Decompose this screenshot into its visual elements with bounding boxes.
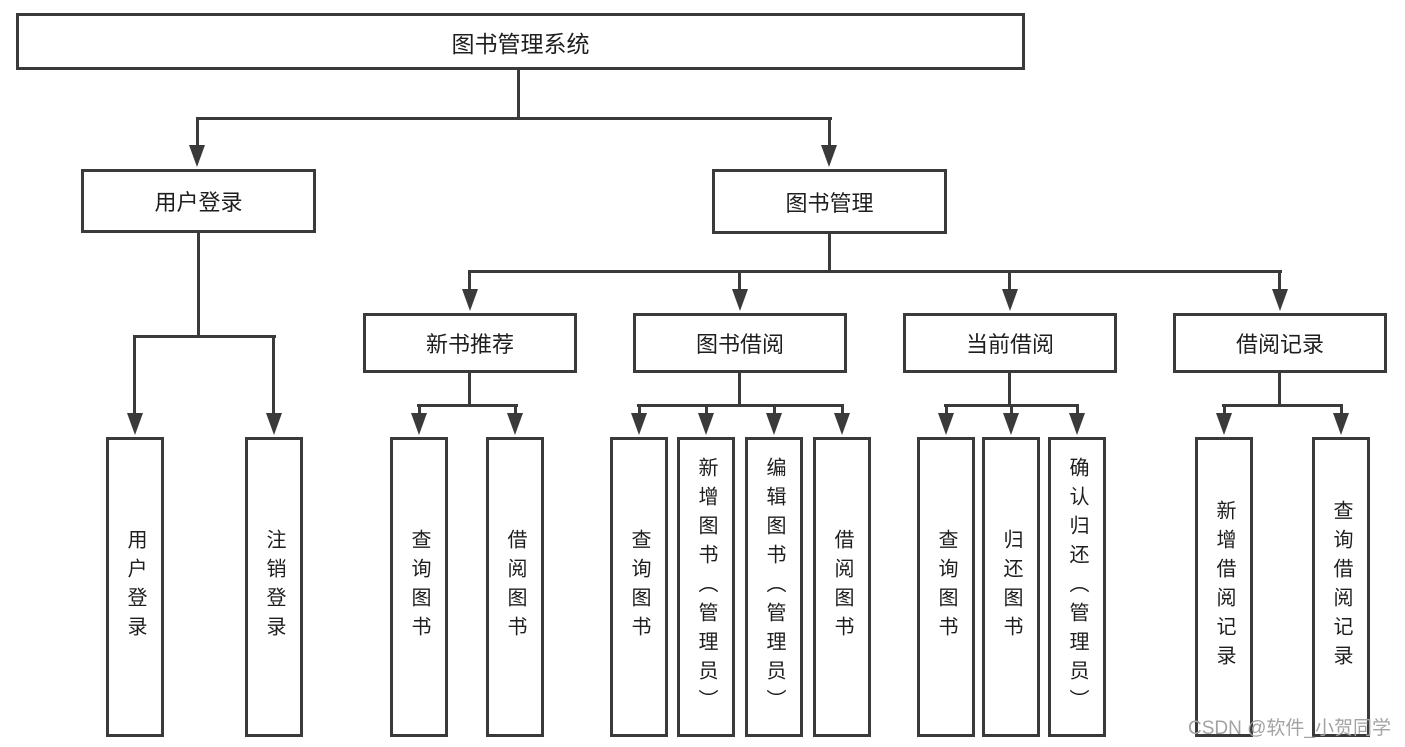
connector-section3-stem	[1008, 373, 1011, 406]
connector-drop-user-login-leaf	[133, 335, 136, 414]
arrow-down-icon	[1333, 413, 1349, 435]
node-current-borrow-label: 当前借阅	[965, 332, 1054, 357]
arrow-down-icon	[266, 413, 282, 435]
leaf-records-add-record: 新增借阅记录	[1195, 437, 1253, 737]
arrow-down-icon	[462, 289, 478, 311]
connector-user-branch-stem	[197, 233, 200, 337]
arrow-down-icon	[834, 413, 850, 435]
connector-drop-leaf	[1076, 404, 1079, 415]
leaf-borrow-edit-books-admin: 编辑图书（管理员）	[745, 437, 803, 737]
node-borrow-records-label: 借阅记录	[1235, 332, 1324, 357]
arrow-down-icon	[732, 289, 748, 311]
arrow-down-icon	[127, 413, 143, 435]
arrow-down-icon	[1069, 413, 1085, 435]
connector-book-branch-stem	[828, 234, 831, 272]
connector-section1-stem	[468, 373, 471, 406]
arrow-down-icon	[1272, 289, 1288, 311]
leaf-records-query-record: 查询借阅记录	[1312, 437, 1370, 737]
connector-drop-logout-leaf	[272, 335, 275, 414]
connector-section4-stem	[1278, 373, 1281, 406]
leaf-records-query-record-label: 查询借阅记录	[1330, 500, 1352, 674]
connector-drop-leaf	[638, 404, 641, 415]
leaf-borrow-borrow-books: 借阅图书	[813, 437, 871, 737]
connector-section1-horizontal	[417, 404, 518, 407]
connector-drop-leaf	[418, 404, 421, 415]
leaf-current-query-books-label: 查询图书	[935, 529, 957, 645]
node-root: 图书管理系统	[16, 13, 1025, 70]
arrow-down-icon	[821, 145, 837, 167]
leaf-recommend-borrow-books-label: 借阅图书	[504, 529, 526, 645]
leaf-logout-label: 注销登录	[263, 529, 285, 645]
arrow-down-icon	[938, 413, 954, 435]
arrow-down-icon	[189, 145, 205, 167]
connector-book-branch-horizontal	[468, 270, 1282, 273]
leaf-current-confirm-return-admin: 确认归还（管理员）	[1048, 437, 1106, 737]
connector-section2-horizontal	[637, 404, 844, 407]
leaf-logout: 注销登录	[245, 437, 303, 737]
connector-drop-leaf	[1340, 404, 1343, 415]
leaf-borrow-add-books-admin-label: 新增图书（管理员）	[695, 456, 717, 718]
arrow-down-icon	[766, 413, 782, 435]
arrow-down-icon	[631, 413, 647, 435]
node-root-label: 图书管理系统	[451, 30, 590, 57]
leaf-current-confirm-return-admin-label: 确认归还（管理员）	[1066, 456, 1088, 718]
leaf-user-login-label: 用户登录	[124, 529, 146, 645]
leaf-borrow-edit-books-admin-label: 编辑图书（管理员）	[763, 456, 785, 718]
leaf-borrow-query-books-label: 查询图书	[628, 529, 650, 645]
connector-drop-leaf	[705, 404, 708, 415]
connector-drop-user-branch	[196, 117, 199, 148]
connector-drop-leaf	[514, 404, 517, 415]
connector-drop-book-branch	[828, 117, 831, 148]
leaf-user-login: 用户登录	[106, 437, 164, 737]
leaf-borrow-borrow-books-label: 借阅图书	[831, 529, 853, 645]
node-borrow-records: 借阅记录	[1173, 313, 1387, 373]
leaf-current-return-books: 归还图书	[982, 437, 1040, 737]
connector-drop-leaf	[1010, 404, 1013, 415]
connector-root-stem	[517, 69, 520, 119]
leaf-borrow-add-books-admin: 新增图书（管理员）	[677, 437, 735, 737]
connector-drop-section-recommend	[468, 270, 471, 291]
arrow-down-icon	[1216, 413, 1232, 435]
connector-drop-leaf	[945, 404, 948, 415]
watermark-text: CSDN @软件_小贺同学	[1188, 718, 1391, 739]
connector-root-horizontal	[196, 117, 832, 120]
node-book-borrow-label: 图书借阅	[695, 332, 784, 357]
connector-drop-leaf	[1223, 404, 1226, 415]
leaf-recommend-borrow-books: 借阅图书	[486, 437, 544, 737]
leaf-borrow-query-books: 查询图书	[610, 437, 668, 737]
arrow-down-icon	[507, 413, 523, 435]
connector-section2-stem	[738, 373, 741, 406]
arrow-down-icon	[1003, 413, 1019, 435]
leaf-current-return-books-label: 归还图书	[1000, 529, 1022, 645]
arrow-down-icon	[411, 413, 427, 435]
connector-drop-leaf	[841, 404, 844, 415]
node-book-management-branch-label: 图书管理	[785, 190, 874, 216]
leaf-records-add-record-label: 新增借阅记录	[1213, 500, 1235, 674]
connector-user-branch-horizontal	[133, 335, 276, 338]
node-book-borrow: 图书借阅	[633, 313, 847, 373]
arrow-down-icon	[698, 413, 714, 435]
node-new-book-recommend-label: 新书推荐	[425, 332, 514, 357]
node-current-borrow: 当前借阅	[903, 313, 1117, 373]
node-new-book-recommend: 新书推荐	[363, 313, 577, 373]
node-book-management-branch: 图书管理	[712, 169, 947, 234]
connector-drop-section-borrow	[738, 270, 741, 291]
connector-drop-leaf	[773, 404, 776, 415]
leaf-current-query-books: 查询图书	[917, 437, 975, 737]
connector-drop-section-records	[1278, 270, 1281, 291]
arrow-down-icon	[1002, 289, 1018, 311]
leaf-recommend-query-books-label: 查询图书	[408, 529, 430, 645]
connector-section4-horizontal	[1222, 404, 1343, 407]
node-user-login-branch-label: 用户登录	[154, 190, 243, 215]
node-user-login-branch: 用户登录	[81, 169, 316, 233]
connector-drop-section-current	[1008, 270, 1011, 291]
leaf-recommend-query-books: 查询图书	[390, 437, 448, 737]
